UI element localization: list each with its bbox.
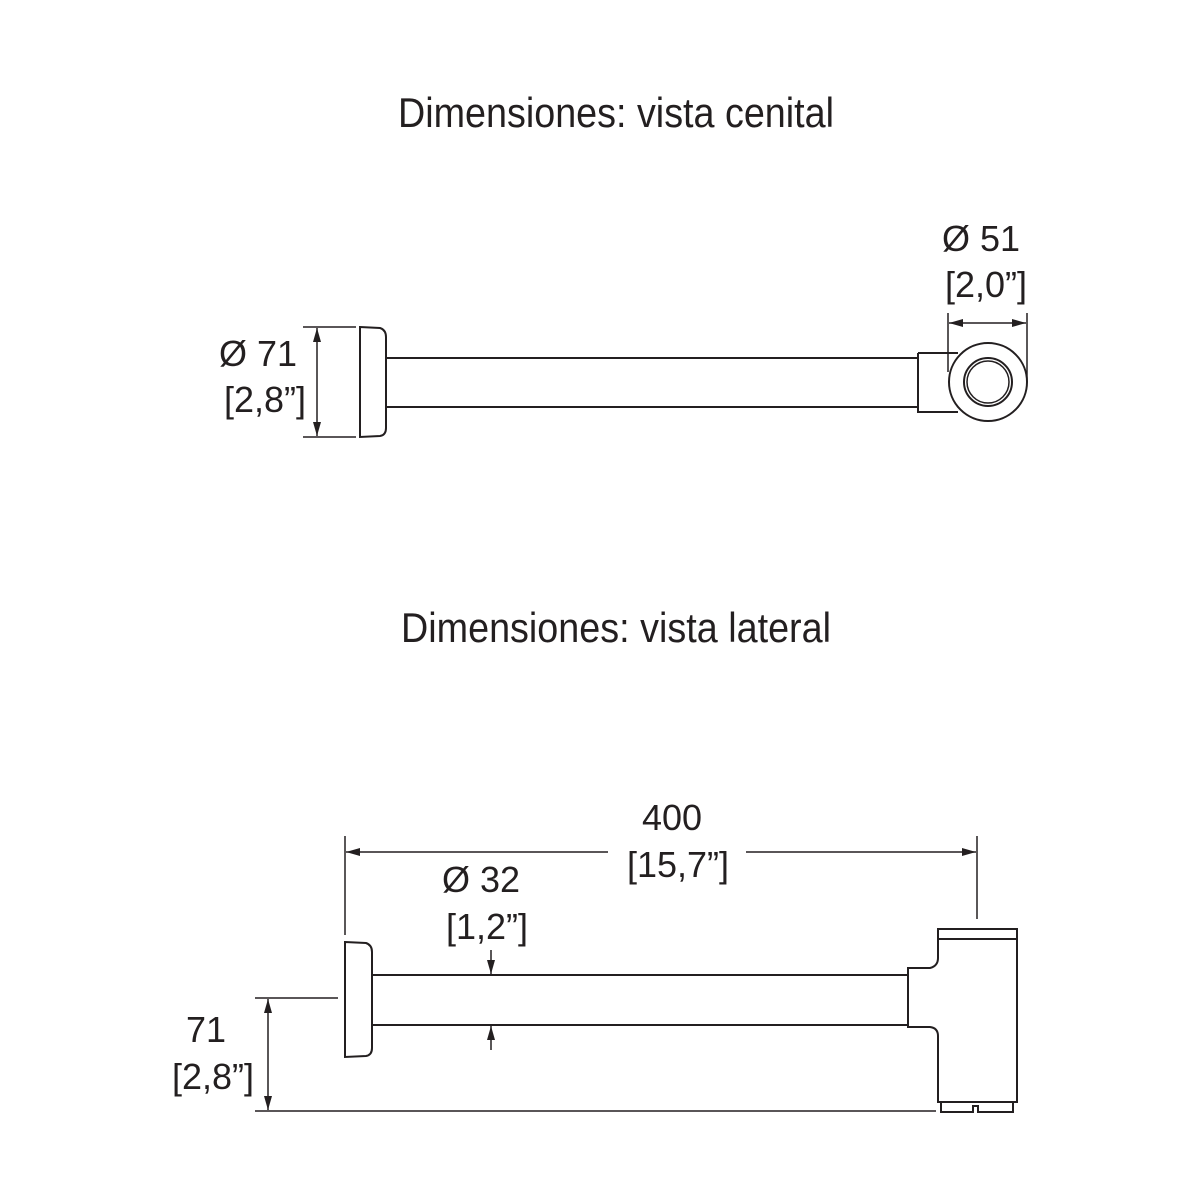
top-flange-dimension: Ø 71 [2,8”] <box>219 326 356 438</box>
flange-diameter-mm: Ø 71 <box>219 333 297 374</box>
length-dimension: 400 [15,7”] <box>344 797 978 935</box>
top-view-title: Dimensiones: vista cenital <box>398 89 834 136</box>
side-view-part <box>344 928 1018 1113</box>
pipe-diameter-in: [1,2”] <box>446 906 528 947</box>
length-mm: 400 <box>642 797 702 838</box>
pipe-diameter-dimension: Ø 32 [1,2”] <box>442 859 528 1050</box>
outlet-outer-circle <box>948 342 1028 422</box>
pipe-diameter-mm: Ø 32 <box>442 859 520 900</box>
side-view-title: Dimensiones: vista lateral <box>401 604 831 651</box>
elbow-block <box>917 352 958 413</box>
height-mm: 71 <box>186 1009 226 1050</box>
flange-diameter-in: [2,8”] <box>224 379 306 420</box>
height-dimension: 71 [2,8”] <box>172 997 936 1112</box>
top-outlet-dimension: Ø 51 [2,0”] <box>942 218 1028 382</box>
outlet-ring-inner <box>966 360 1010 404</box>
top-view-part <box>359 325 1028 439</box>
height-in: [2,8”] <box>172 1056 254 1097</box>
tee-foot <box>940 1102 1014 1113</box>
outlet-diameter-mm: Ø 51 <box>942 218 1020 259</box>
outlet-ring-outer <box>963 357 1013 407</box>
wall-flange <box>359 325 387 439</box>
tee-body <box>907 928 1018 1103</box>
outlet-diameter-in: [2,0”] <box>945 264 1027 305</box>
length-in: [15,7”] <box>627 844 729 885</box>
wall-flange <box>344 940 373 1059</box>
